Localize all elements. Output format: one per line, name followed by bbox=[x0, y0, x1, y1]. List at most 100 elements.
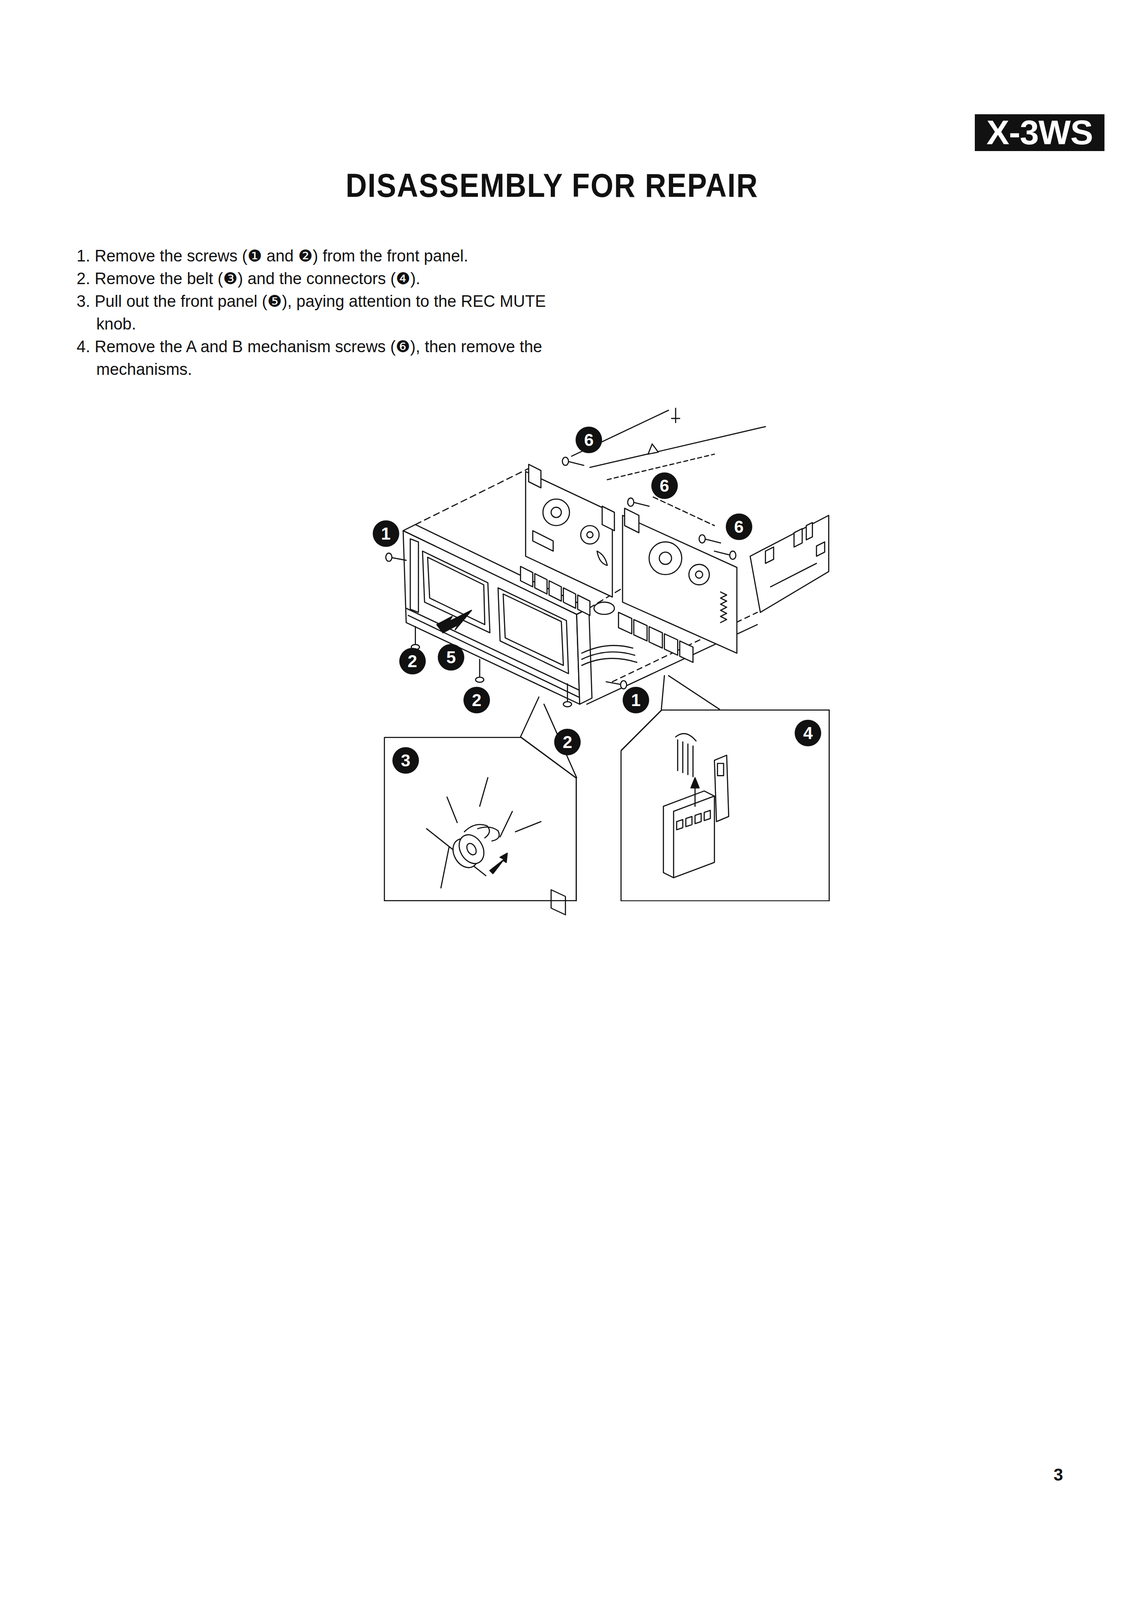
guide-rods-part bbox=[590, 426, 766, 468]
leader-lines-part bbox=[661, 675, 665, 710]
belt-inset-drawing-part bbox=[464, 841, 478, 857]
belt-inset-drawing-part bbox=[454, 830, 489, 868]
callout-number: 6 bbox=[651, 472, 678, 499]
mechanism-a-part bbox=[580, 525, 600, 544]
mechanism-a-part bbox=[543, 498, 570, 526]
instruction-step: 4. Remove the A and B mechanism screws (… bbox=[76, 335, 559, 381]
mechanism-a-part bbox=[602, 506, 615, 531]
mechanism-b-part bbox=[593, 602, 615, 615]
front-panel-part bbox=[410, 538, 419, 613]
belt-inset-drawing-part bbox=[464, 824, 490, 838]
instruction-step: 2. Remove the belt (❸) and the connector… bbox=[76, 267, 559, 291]
belt-inset-drawing-part bbox=[477, 827, 499, 841]
front-panel-part bbox=[498, 587, 569, 674]
instruction-step: 3. Pull out the front panel (❺), paying … bbox=[76, 290, 559, 336]
connector-inset-drawing-part bbox=[676, 810, 711, 830]
screws-part bbox=[567, 461, 584, 466]
callout-number: 2 bbox=[554, 728, 581, 756]
instruction-step: 1. Remove the screws (❶ and ❷) from the … bbox=[76, 244, 559, 268]
screws-part bbox=[563, 701, 572, 707]
circuit-board-part bbox=[750, 515, 829, 613]
screws-part bbox=[479, 659, 481, 678]
callout-number: 1 bbox=[372, 520, 400, 547]
cables-part bbox=[581, 658, 637, 666]
callout-number: 1 bbox=[622, 686, 650, 714]
mechanism-b-part bbox=[695, 570, 703, 579]
screws-part bbox=[414, 626, 416, 645]
guide-rods-part bbox=[671, 408, 680, 423]
callout-number: 6 bbox=[575, 426, 603, 454]
mechanism-a-part bbox=[551, 507, 562, 518]
circuit-board-part bbox=[794, 522, 813, 547]
connector-inset-drawing-part bbox=[691, 777, 700, 788]
callout-number: 3 bbox=[392, 747, 419, 774]
mechanism-a bbox=[520, 464, 615, 616]
screws-part bbox=[729, 551, 736, 560]
front-panel-part bbox=[427, 557, 485, 625]
belt-inset-drawing-part bbox=[447, 797, 458, 823]
front-panel bbox=[403, 524, 592, 915]
screws-part bbox=[562, 457, 569, 466]
page-number: 3 bbox=[1053, 1465, 1063, 1485]
belt-inset-drawing bbox=[426, 777, 541, 888]
inset-box: 3 bbox=[383, 736, 577, 902]
callout-number: 5 bbox=[437, 644, 465, 671]
connector-inset-drawing-part bbox=[714, 755, 729, 822]
mechanism-a-part bbox=[532, 530, 554, 552]
guide-rods-part bbox=[653, 496, 715, 526]
screws-part bbox=[475, 676, 484, 683]
mechanism-b bbox=[593, 508, 737, 663]
mechanism-a-part bbox=[528, 464, 541, 488]
callout-number: 2 bbox=[463, 686, 490, 714]
mechanism-b-part bbox=[688, 564, 710, 585]
belt-inset-drawing-part bbox=[489, 853, 508, 874]
connector-inset-drawing-part bbox=[694, 785, 696, 807]
leader-lines-part bbox=[520, 697, 539, 737]
circuit-board-part bbox=[770, 563, 817, 588]
screws-part bbox=[699, 534, 706, 544]
screws-part bbox=[385, 553, 392, 562]
connector-inset-drawing-part bbox=[717, 763, 724, 776]
front-panel-part bbox=[503, 593, 564, 666]
mechanism-b-part bbox=[624, 508, 639, 533]
connector-inset-drawing bbox=[663, 733, 729, 878]
front-panel-part bbox=[551, 889, 566, 915]
connector-inset-drawing-part bbox=[673, 811, 675, 878]
pull-arrow-part bbox=[436, 610, 472, 633]
mechanism-b-part bbox=[720, 591, 727, 623]
page-title: DISASSEMBLY FOR REPAIR bbox=[345, 166, 759, 205]
mechanism-a-part bbox=[520, 566, 590, 616]
mechanism-b-part bbox=[649, 541, 682, 575]
belt-inset-drawing-part bbox=[515, 821, 541, 832]
circuit-board bbox=[750, 515, 829, 613]
leader-lines bbox=[520, 675, 720, 778]
cables bbox=[581, 645, 637, 666]
front-panel-part bbox=[408, 615, 579, 698]
inset-box: 4 bbox=[620, 709, 830, 902]
screws-part bbox=[620, 680, 627, 689]
belt-inset-drawing-part bbox=[479, 777, 488, 807]
connector-inset-drawing-part bbox=[663, 790, 715, 878]
guide-rods-part bbox=[415, 467, 532, 525]
guide-rods-part bbox=[571, 410, 669, 457]
circuit-board-part bbox=[816, 541, 825, 556]
screws-part bbox=[627, 498, 634, 507]
connector-inset-drawing-part bbox=[675, 733, 697, 741]
inset-outline bbox=[384, 737, 577, 901]
circuit-board-part bbox=[765, 546, 774, 564]
front-panel-part bbox=[406, 608, 579, 690]
screws-part bbox=[704, 538, 721, 544]
connector-inset-drawing-part bbox=[677, 739, 694, 777]
leader-lines-part bbox=[668, 675, 720, 710]
screws-part bbox=[632, 501, 650, 507]
callout-number: 2 bbox=[399, 647, 426, 675]
inset-outline bbox=[620, 709, 830, 901]
callout-number: 4 bbox=[794, 719, 822, 747]
guide-rods-part bbox=[647, 443, 659, 455]
screws-part bbox=[567, 683, 569, 703]
belt-inset-drawing-part bbox=[440, 847, 449, 888]
mechanism-b-part bbox=[618, 612, 693, 663]
connector-inset-drawing-part bbox=[673, 795, 715, 812]
